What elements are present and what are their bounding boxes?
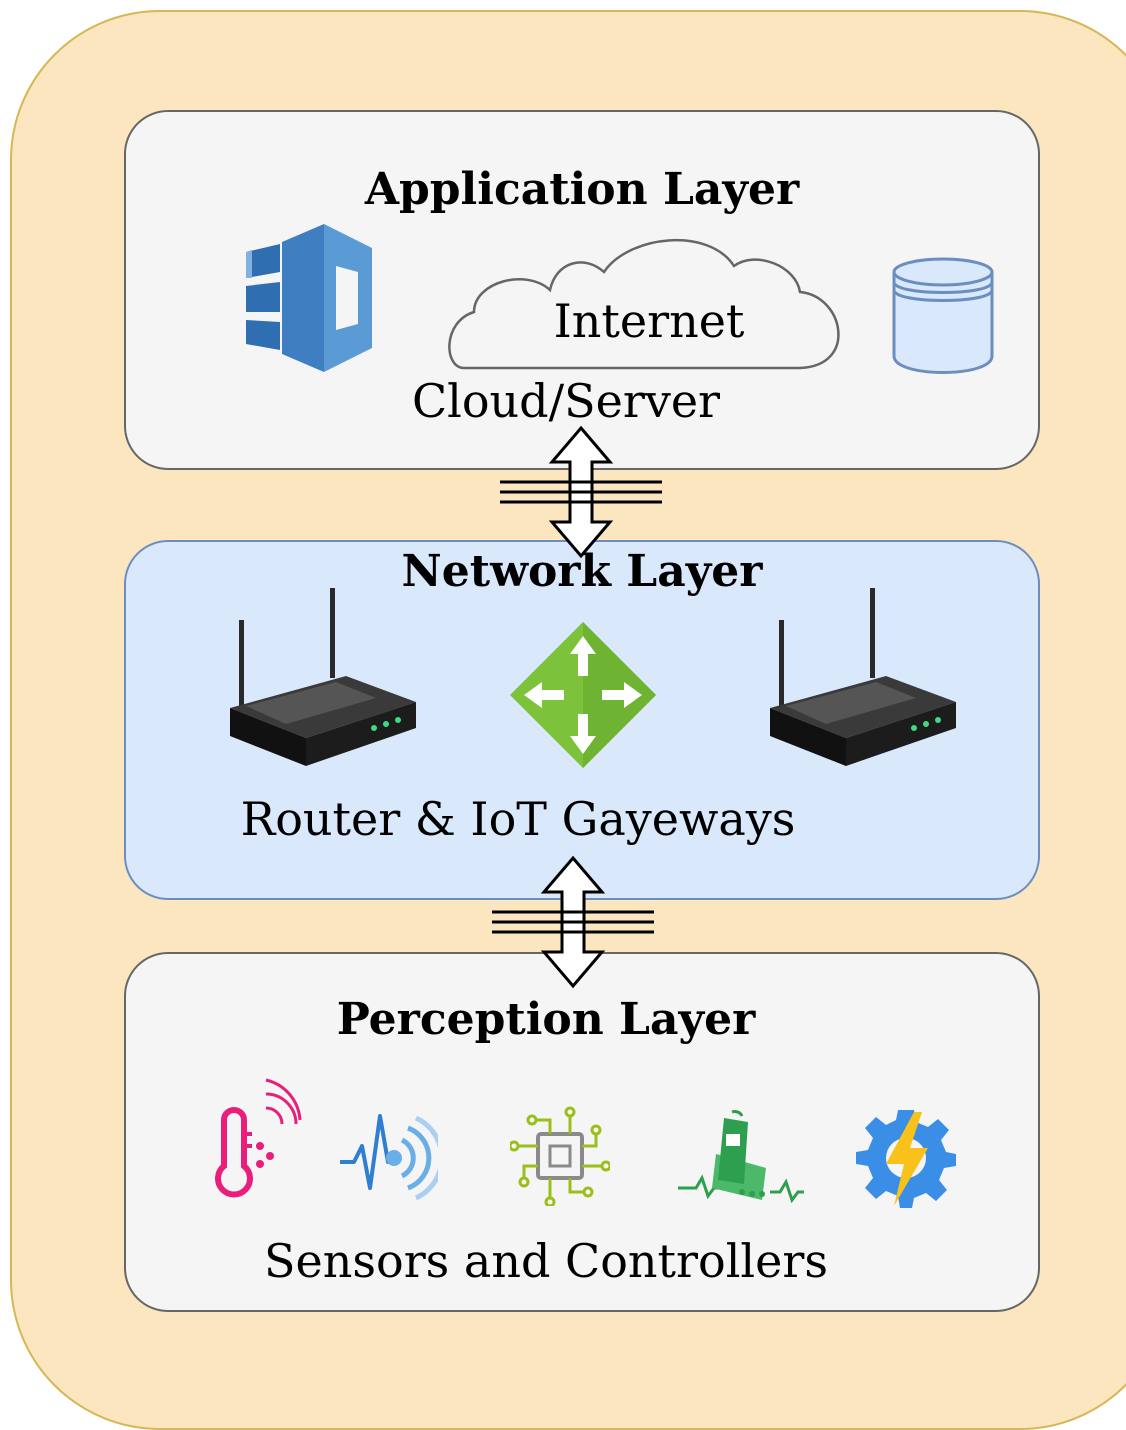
- wireless-router-icon: [230, 588, 416, 766]
- wireless-router-icon: [770, 588, 956, 766]
- application-layer: Application Layer Internet Cloud/Server: [124, 110, 1040, 470]
- database-icon: [892, 257, 994, 374]
- perception-layer-title: Perception Layer: [336, 994, 756, 1045]
- aws-3d-icon: [246, 224, 372, 372]
- temperature-sensor-icon: [215, 1078, 302, 1198]
- application-network-link-arrow: [500, 425, 662, 559]
- power-gear-icon: [856, 1110, 956, 1208]
- gateway-router-icon: [510, 622, 656, 768]
- cloud-label: Internet: [553, 294, 745, 348]
- application-layer-title: Application Layer: [364, 164, 800, 215]
- microchip-icon: [510, 1106, 610, 1206]
- network-perception-link-arrow: [492, 855, 654, 989]
- cloud-icon: [448, 238, 840, 370]
- cloud-server-caption: Cloud/Server: [411, 374, 721, 428]
- router-gateways-caption: Router & IoT Gayeways: [240, 792, 796, 846]
- iot-device-icon: [678, 1110, 804, 1204]
- perception-layer: Perception Layer: [124, 952, 1040, 1312]
- network-layer: Network Layer Router & IoT Gayeways: [124, 540, 1040, 900]
- sensors-controllers-caption: Sensors and Controllers: [264, 1234, 828, 1288]
- signal-sensor-icon: [340, 1114, 438, 1201]
